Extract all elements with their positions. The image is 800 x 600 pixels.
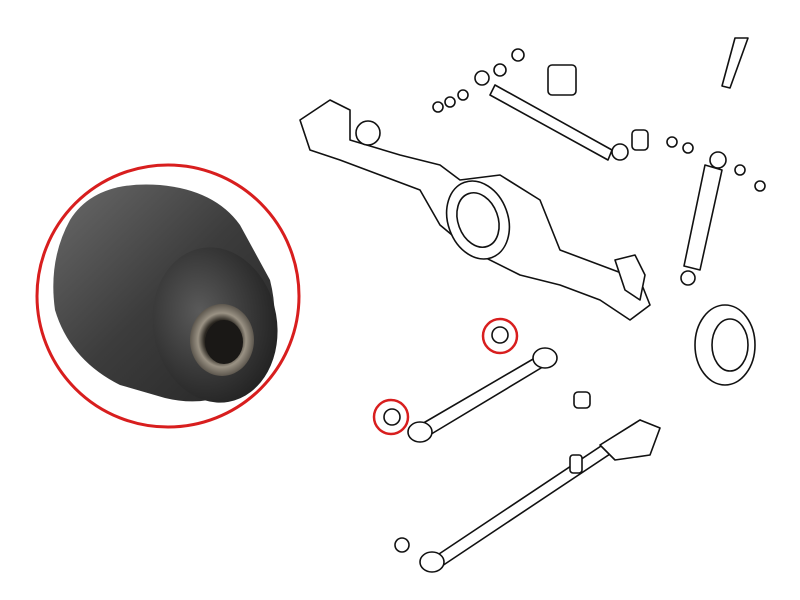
lower-arm-rear-bracket: [599, 419, 661, 461]
shock-bottom-eye: [680, 270, 696, 286]
bushing-bore: [205, 320, 243, 364]
shock-top-link: [721, 37, 749, 89]
shock-absorber: [683, 164, 723, 271]
lower-arm-bushing: [383, 408, 401, 426]
shock-top-eye: [709, 151, 727, 169]
loose-bushing: [573, 391, 591, 409]
axle-end-left: [355, 120, 381, 146]
brake-drum-hub: [711, 318, 749, 372]
upper-arm-bushing: [491, 326, 509, 344]
upper-control-arm: [419, 354, 547, 437]
highlight-ring-upper-arm-bushing: [481, 317, 519, 355]
lower-arm-end-front: [419, 551, 445, 573]
lateral-bushing: [631, 129, 649, 151]
suspension-diagram: [299, 37, 766, 573]
lateral-rod: [489, 84, 613, 161]
lower-arm-loose-bushing: [394, 537, 410, 553]
upper-arm-end-rear: [532, 347, 558, 369]
lateral-rod-bracket: [547, 64, 577, 96]
upper-arm-end-front: [407, 421, 433, 443]
lateral-rod-end: [611, 143, 629, 161]
hardware-nuts: [432, 48, 766, 192]
highlight-ring-lower-arm-bushing: [372, 398, 410, 436]
bushing-photo: [35, 163, 301, 429]
differential-inner: [456, 192, 500, 248]
lower-arm-bushing-small: [569, 454, 583, 474]
axle-bracket-right: [614, 254, 646, 301]
